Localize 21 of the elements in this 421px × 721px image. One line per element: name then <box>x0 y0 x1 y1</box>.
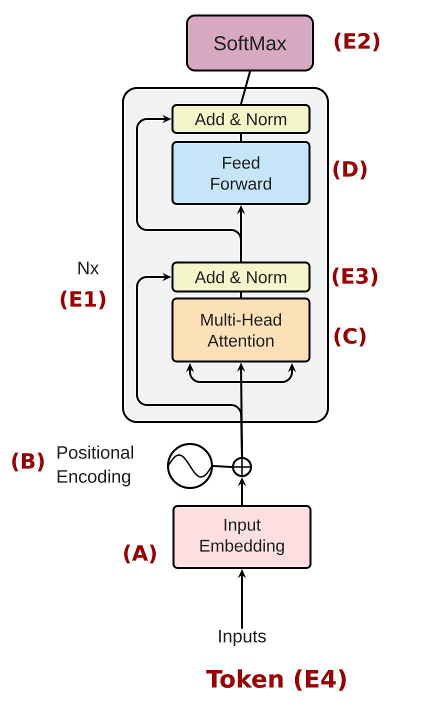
marker-label: (B) <box>12 452 44 472</box>
marker-label: (D) <box>334 160 366 180</box>
marker-label: (E1) <box>60 290 106 310</box>
arrow <box>136 114 242 262</box>
marker-label: (E2) <box>334 32 380 52</box>
marker-label: (C) <box>334 328 366 346</box>
repeat-label: Nx <box>78 262 99 274</box>
input-label: Inputs <box>219 630 266 646</box>
attention-box: Multi-Head Attention <box>172 298 310 362</box>
feed-forward-box: Feed Forward <box>172 141 310 205</box>
marker-label: (A) <box>124 544 156 564</box>
side-label: Positional Encoding <box>58 446 134 486</box>
add-norm-box: Add & Norm <box>172 262 310 292</box>
softmax-box: SoftMax <box>186 14 314 72</box>
marker-label: (E3) <box>332 268 378 286</box>
marker-label: Token (E4) <box>206 669 346 691</box>
embedding-box: Input Embedding <box>172 505 312 569</box>
arrow <box>136 272 243 458</box>
adder-circle <box>231 456 253 478</box>
add-norm-box: Add & Norm <box>172 104 310 134</box>
sine-wave-circle <box>167 443 213 489</box>
